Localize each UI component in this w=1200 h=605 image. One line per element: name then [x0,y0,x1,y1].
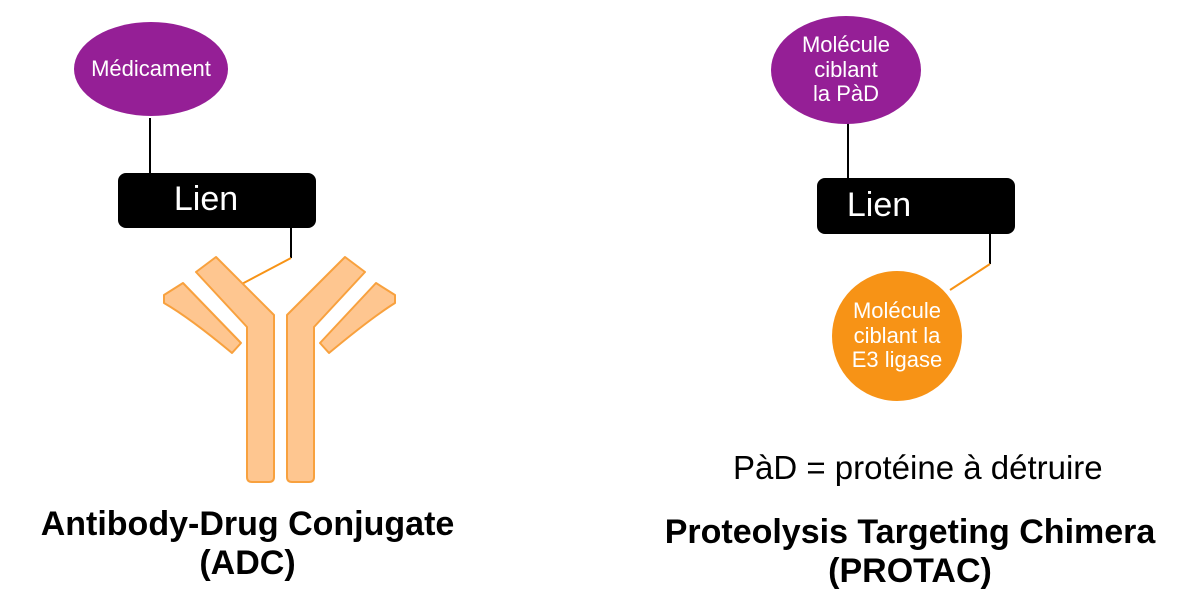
protac-e3-ligand-label: Molécule ciblant la E3 ligase [851,298,943,373]
adc-title: Antibody-Drug Conjugate [40,505,455,543]
adc-drug-node [74,22,228,116]
protac-legend: PàD = protéine à détruire [733,449,1103,486]
adc-abbrev: (ADC) [199,544,296,582]
antibody-right-light-chain [319,282,396,354]
protac-title: Proteolysis Targeting Chimera [664,513,1156,551]
adc-linker-box [118,173,316,228]
protac-poi-ligand-label: Molécule ciblant la PàD [801,32,891,107]
antibody-right-heavy-chain [286,256,366,483]
protac-e3-ligand-node [832,271,962,401]
protac-linker-box [817,178,1015,234]
antibody-left-light-chain [163,282,242,354]
antibody-left-heavy-chain [195,256,275,483]
protac-poi-ligand-node [771,16,921,124]
protac-linker-label: Lien [846,186,912,224]
adc-linker-antibody-connector-orange [237,257,292,287]
antibody-icon [163,256,396,483]
adc-linker-label: Lien [173,180,239,218]
protac-linker-e3-connector-orange [949,263,991,291]
protac-abbrev: (PROTAC) [828,552,992,590]
adc-drug-label: Médicament [91,55,211,81]
